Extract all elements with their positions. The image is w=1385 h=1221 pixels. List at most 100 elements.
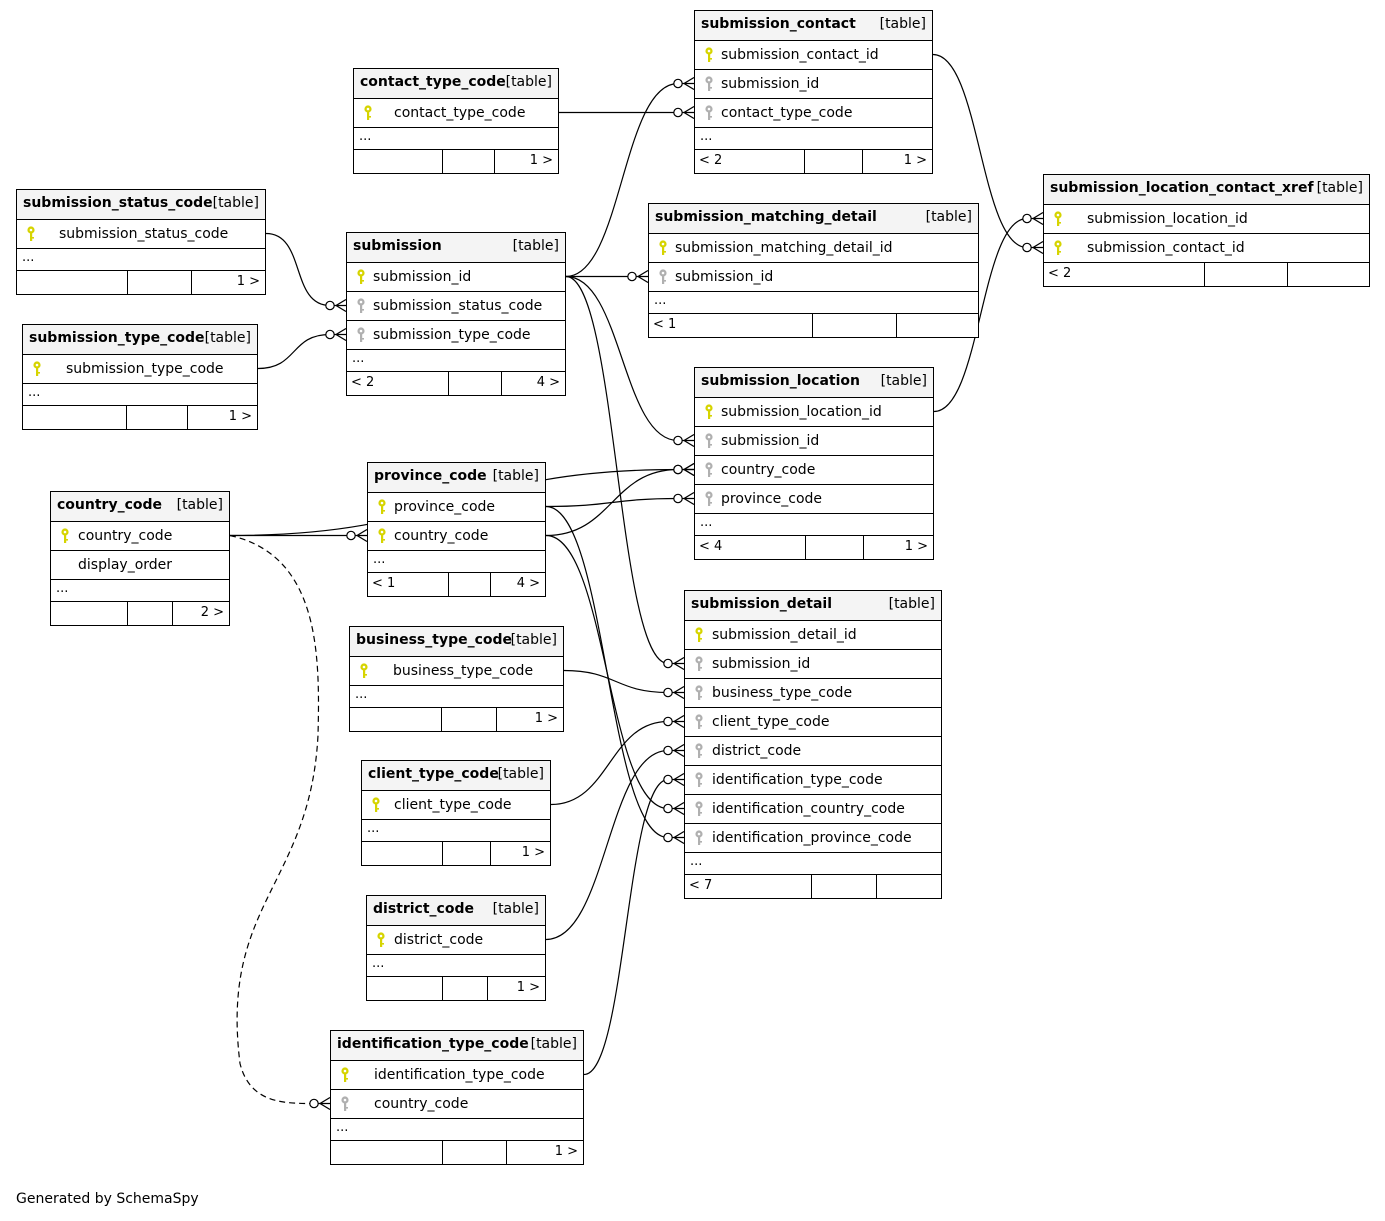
children-count[interactable]: 1 > [187,406,257,429]
table-header[interactable]: identification_type_code[table] [331,1031,583,1061]
children-count[interactable]: 4 > [490,573,545,596]
column-row[interactable]: country_code [695,456,933,485]
table-district-code[interactable]: district_code[table]district_code...1 > [366,895,546,1001]
column-row[interactable]: submission_matching_detail_id [649,234,978,263]
table-client-type-code[interactable]: client_type_code[table]client_type_code.… [361,760,551,866]
relationship-line[interactable] [550,720,669,806]
column-row[interactable]: contact_type_code [354,99,558,128]
table-submission-detail[interactable]: submission_detail[table]submission_detai… [684,590,942,899]
relationship-line[interactable] [932,53,1028,249]
table-header[interactable]: country_code[table] [51,492,229,522]
more-columns[interactable]: ... [23,384,257,406]
parents-count[interactable] [17,271,127,294]
column-row[interactable]: submission_status_code [347,292,565,321]
children-count[interactable]: 4 > [501,372,565,395]
children-count[interactable]: 1 > [490,842,550,865]
table-submission-matching-detail[interactable]: submission_matching_detail[table]submiss… [648,203,979,338]
column-row[interactable]: submission_location_id [695,398,933,427]
column-row[interactable]: submission_id [347,263,565,292]
table-submission-contact[interactable]: submission_contact[table]submission_cont… [694,10,933,174]
parents-count[interactable]: < 1 [649,314,812,337]
table-header[interactable]: client_type_code[table] [362,761,550,791]
children-count[interactable] [896,314,978,337]
parents-count[interactable]: < 4 [695,536,805,559]
column-row[interactable]: submission_location_id [1044,205,1369,234]
children-count[interactable] [876,875,941,898]
table-header[interactable]: submission_contact[table] [695,11,932,41]
column-row[interactable]: province_code [695,485,933,514]
column-row[interactable]: submission_type_code [347,321,565,350]
column-row[interactable]: identification_type_code [685,766,941,795]
more-columns[interactable]: ... [350,686,563,708]
more-columns[interactable]: ... [51,580,229,602]
more-columns[interactable]: ... [354,128,558,150]
more-columns[interactable]: ... [695,128,932,150]
table-identification-type-code[interactable]: identification_type_code[table]identific… [330,1030,584,1165]
table-header[interactable]: submission_location_contact_xref[table] [1044,175,1369,205]
column-row[interactable]: contact_type_code [695,99,932,128]
more-columns[interactable]: ... [362,820,550,842]
relationship-line[interactable] [565,82,679,278]
children-count[interactable]: 1 > [863,536,933,559]
parents-count[interactable] [362,842,442,865]
table-header[interactable]: submission_type_code[table] [23,325,257,355]
relationship-line[interactable] [545,534,669,810]
column-row[interactable]: country_code [331,1090,583,1119]
more-columns[interactable]: ... [367,955,545,977]
table-header[interactable]: submission_matching_detail[table] [649,204,978,234]
column-row[interactable]: business_type_code [350,657,563,686]
parents-count[interactable] [51,602,127,625]
more-columns[interactable]: ... [695,514,933,536]
more-columns[interactable]: ... [17,249,265,271]
column-row[interactable]: submission_type_code [23,355,257,384]
column-row[interactable]: district_code [367,926,545,955]
column-row[interactable]: country_code [51,522,229,551]
parents-count[interactable]: < 7 [685,875,811,898]
parents-count[interactable]: < 2 [695,150,804,173]
more-columns[interactable]: ... [331,1119,583,1141]
relationship-line[interactable] [265,232,331,307]
children-count[interactable]: 1 > [494,150,558,173]
column-row[interactable]: client_type_code [362,791,550,820]
parents-count[interactable] [367,977,442,1000]
column-row[interactable]: submission_contact_id [1044,234,1369,263]
column-row[interactable]: submission_id [695,427,933,456]
more-columns[interactable]: ... [368,551,545,573]
table-header[interactable]: province_code[table] [368,463,545,493]
table-header[interactable]: contact_type_code[table] [354,69,558,99]
parents-count[interactable] [350,708,441,731]
column-row[interactable]: identification_country_code [685,795,941,824]
column-row[interactable]: district_code [685,737,941,766]
column-row[interactable]: submission_id [685,650,941,679]
column-row[interactable]: province_code [368,493,545,522]
children-count[interactable]: 1 > [487,977,545,1000]
table-header[interactable]: submission_detail[table] [685,591,941,621]
more-columns[interactable]: ... [347,350,565,372]
table-business-type-code[interactable]: business_type_code[table]business_type_c… [349,626,564,732]
table-header[interactable]: district_code[table] [367,896,545,926]
table-header[interactable]: submission_location[table] [695,368,933,398]
column-row[interactable]: submission_id [695,70,932,99]
relationship-line[interactable] [565,275,679,442]
column-row[interactable]: identification_type_code [331,1061,583,1090]
table-header[interactable]: submission[table] [347,233,565,263]
parents-count[interactable]: < 2 [1044,263,1204,286]
table-header[interactable]: submission_status_code[table] [17,190,265,220]
relationship-line[interactable] [545,749,669,941]
column-row[interactable]: submission_status_code [17,220,265,249]
column-row[interactable]: client_type_code [685,708,941,737]
column-row[interactable]: display_order [51,551,229,580]
parents-count[interactable] [23,406,126,429]
relationship-line[interactable] [257,333,331,370]
children-count[interactable]: 1 > [496,708,563,731]
relationship-line[interactable] [563,669,669,694]
relationship-line[interactable] [933,217,1028,413]
column-row[interactable]: identification_province_code [685,824,941,853]
table-contact-type-code[interactable]: contact_type_code[table]contact_type_cod… [353,68,559,174]
table-submission-location-contact-xref[interactable]: submission_location_contact_xref[table]s… [1043,174,1370,287]
children-count[interactable]: 1 > [862,150,932,173]
children-count[interactable] [1287,263,1369,286]
